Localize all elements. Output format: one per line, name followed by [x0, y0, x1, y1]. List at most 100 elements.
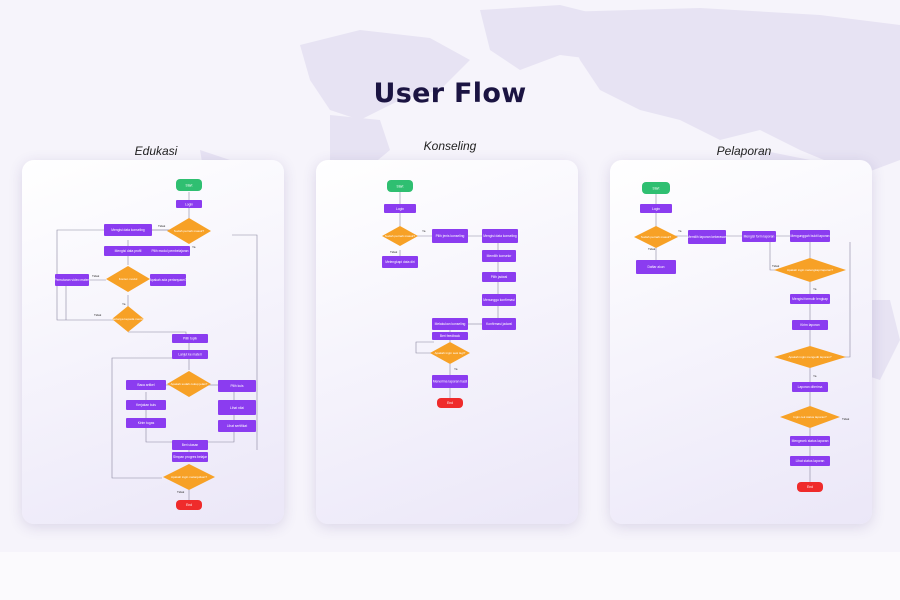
node-pilih-jadwal: Pilih jadwal	[482, 272, 516, 282]
svg-text:Apakah ingin sesi lagi?: Apakah ingin sesi lagi?	[435, 351, 466, 355]
svg-text:Baca artikel: Baca artikel	[137, 383, 154, 387]
node-pilih-jenis-konseling: Pilih jenis konseling	[432, 229, 468, 243]
svg-text:Start: Start	[186, 184, 193, 188]
node-start: Start	[387, 180, 413, 192]
svg-text:End: End	[807, 485, 813, 489]
svg-text:Apakah ada pertanyaan?: Apakah ada pertanyaan?	[150, 278, 187, 282]
node-decision-konten-modul: Konten modul	[106, 266, 150, 292]
svg-text:Sudah pernah masuk?: Sudah pernah masuk?	[641, 235, 672, 239]
svg-text:Mengisi form laporan: Mengisi form laporan	[744, 235, 775, 239]
node-daftar-akun: Daftar akun	[636, 260, 676, 274]
panel-title-konseling: Konseling	[423, 139, 477, 153]
node-lihat-sertifikat: Lihat sertifikat	[218, 420, 256, 432]
edge-label-tidak: Tidak	[177, 490, 185, 494]
svg-text:Start: Start	[653, 187, 660, 191]
node-decision-lanjut: Apakah ingin melanjutkan?	[163, 464, 215, 490]
node-decision-melengkapi: Apakah ingin melengkapi laporan?	[774, 258, 846, 282]
node-lanjut-materi: Lanjut ke materi	[172, 350, 208, 359]
svg-text:Kerjakan kuis: Kerjakan kuis	[136, 403, 156, 407]
svg-text:Laporan diterima: Laporan diterima	[798, 385, 823, 389]
svg-text:Lanjut ke materi: Lanjut ke materi	[178, 353, 202, 357]
node-decision-sudah-jelas: Apakah sudah cukup jelas?	[167, 371, 211, 397]
node-start: Start	[176, 179, 202, 191]
node-decision-sudah-pernah: Sudah pernah masuk?	[382, 226, 418, 246]
node-mengisi-data-konseling: Mengisi data konseling	[482, 229, 518, 243]
node-beri-feedback: Beri feedback	[432, 332, 468, 340]
svg-text:Pilih kuis: Pilih kuis	[230, 384, 243, 388]
node-decision-mengedit: Apakah ingin mengedit laporan?	[774, 346, 846, 368]
svg-text:Memilih konselor: Memilih konselor	[487, 254, 513, 258]
node-mengisi-data-profil: Mengisi data profil	[104, 246, 152, 256]
svg-text:Simpan progres belajar: Simpan progres belajar	[173, 455, 208, 459]
svg-text:End: End	[447, 401, 453, 405]
node-beri-ulasan: Beri ulasan	[172, 440, 208, 450]
node-decision-bertanya: Bertanya kepada mentor	[112, 306, 145, 332]
svg-text:Apakah ingin melengkapi lapora: Apakah ingin melengkapi laporan?	[787, 268, 833, 272]
svg-text:Beri feedback: Beri feedback	[440, 334, 461, 338]
node-pilih-kuis: Pilih kuis	[218, 380, 256, 392]
svg-text:Konfirmasi jadwal: Konfirmasi jadwal	[486, 322, 512, 326]
node-end: End	[437, 398, 463, 408]
node-pertanyaan: Apakah ada pertanyaan?	[150, 274, 187, 286]
node-end: End	[176, 500, 202, 510]
node-decision-sesi-lagi: Apakah ingin sesi lagi?	[430, 342, 470, 364]
flowchart-edukasi: Tidak Ya Tidak Ya Tidak Ya Tidak Start L…	[54, 179, 258, 510]
svg-text:Mengisi data konseling: Mengisi data konseling	[111, 228, 145, 232]
svg-text:Bertanya kepada mentor: Bertanya kepada mentor	[112, 317, 145, 321]
node-decision-cek-status: Ingin cek status laporan?	[780, 406, 840, 428]
node-laporan-diterima: Laporan diterima	[792, 382, 828, 392]
node-konfirmasi-jadwal: Konfirmasi jadwal	[482, 318, 516, 330]
edge-label-tidak: Tidak	[94, 313, 102, 317]
node-mengunggah-bukti: Mengunggah bukti laporan	[790, 230, 830, 242]
node-memilih-konselor: Memilih konselor	[482, 250, 516, 262]
edges	[56, 192, 258, 500]
flowchart-card-konseling: Ya Tidak Ya Start Login Sudah pernah mas…	[316, 160, 578, 524]
svg-text:Melakukan konseling: Melakukan konseling	[435, 322, 466, 326]
svg-text:Memilih laporan kekerasan: Memilih laporan kekerasan	[687, 235, 727, 239]
edge-label-tidak: Tidak	[158, 224, 166, 228]
svg-text:Login: Login	[396, 207, 404, 211]
node-baca-artikel: Baca artikel	[126, 380, 166, 390]
node-mengecek-status: Mengecek status laporan	[790, 436, 830, 446]
edge-label-ya: Ya	[422, 229, 426, 233]
node-melengkapi-data-diri: Melengkapi data diri	[382, 256, 418, 268]
edge-label-tidak: Tidak	[772, 264, 780, 268]
svg-text:Konten modul: Konten modul	[119, 277, 138, 281]
node-lihat-nilai: Lihat nilai	[218, 400, 256, 415]
svg-text:Kirim laporan: Kirim laporan	[800, 323, 820, 327]
node-login: Login	[176, 200, 202, 208]
svg-text:Mengisi data profil: Mengisi data profil	[115, 249, 142, 253]
svg-text:Lihat status laporan: Lihat status laporan	[796, 459, 825, 463]
svg-text:Ingin cek status laporan?: Ingin cek status laporan?	[793, 415, 827, 419]
node-start: Start	[642, 182, 670, 194]
edge-label-tidak: Tidak	[390, 250, 398, 254]
svg-text:Apakah sudah cukup jelas?: Apakah sudah cukup jelas?	[171, 382, 208, 386]
svg-text:Sudah pernah masuk?: Sudah pernah masuk?	[174, 229, 205, 233]
node-login: Login	[640, 204, 672, 213]
svg-text:Start: Start	[397, 185, 404, 189]
panel-title-edukasi: Edukasi	[134, 144, 178, 158]
panel-title-pelaporan: Pelaporan	[716, 144, 772, 158]
svg-text:Mengecek status laporan: Mengecek status laporan	[792, 439, 829, 443]
svg-text:Sudah pernah masuk?: Sudah pernah masuk?	[385, 234, 416, 238]
node-pilih-topik: Pilih topik	[172, 334, 208, 343]
svg-text:Login: Login	[652, 207, 660, 211]
node-lihat-status: Lihat status laporan	[790, 456, 830, 466]
node-kerjakan-kuis: Kerjakan kuis	[126, 400, 166, 410]
node-melakukan-konseling: Melakukan konseling	[432, 318, 468, 330]
node-mengisi-formulir-lengkap: Mengisi formulir lengkap	[790, 294, 830, 304]
page-title: User Flow	[373, 78, 527, 109]
node-kirim-laporan: Kirim laporan	[792, 320, 828, 330]
node-menerima-laporan: Menerima laporan hasil	[432, 375, 468, 388]
svg-text:Menunggu konfirmasi: Menunggu konfirmasi	[483, 298, 515, 302]
node-pemutaran-video: Pemutaran video materi	[54, 274, 90, 286]
edge-label-ya: Ya	[678, 229, 682, 233]
node-simpan-progres: Simpan progres belajar	[172, 452, 208, 462]
svg-text:Lihat nilai: Lihat nilai	[230, 406, 244, 410]
svg-text:Pilih modul pembelajaran: Pilih modul pembelajaran	[151, 249, 188, 253]
node-decision-sudah-pernah: Sudah pernah masuk?	[634, 226, 678, 248]
svg-text:Mengunggah bukti laporan: Mengunggah bukti laporan	[790, 234, 829, 238]
svg-text:Pilih topik: Pilih topik	[183, 337, 197, 341]
edge-label-ya: Ya	[454, 367, 458, 371]
node-decision-sudah-pernah: Sudah pernah masuk?	[167, 218, 211, 244]
